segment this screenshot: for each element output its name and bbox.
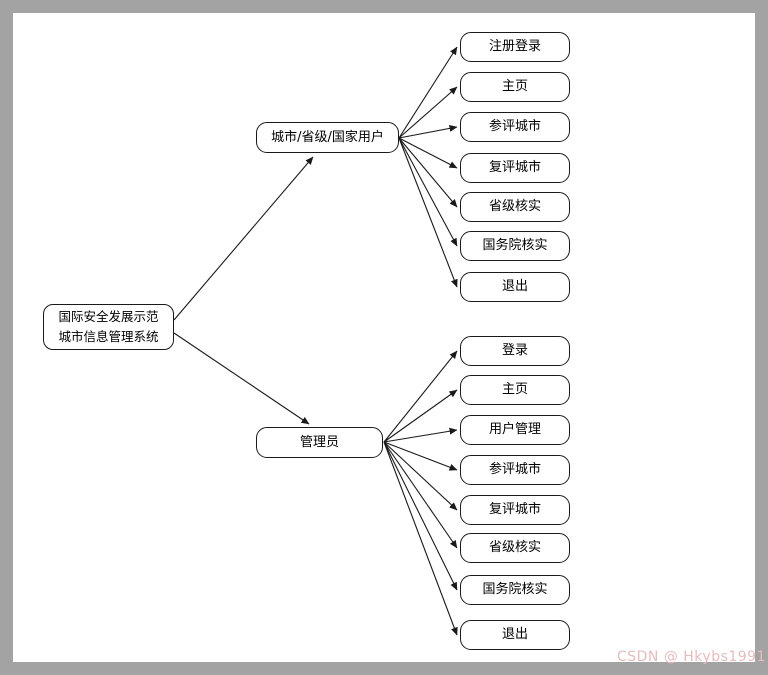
leaf-admin-logout: 退出 bbox=[460, 620, 570, 650]
frame-band-right bbox=[755, 0, 768, 675]
edge-admin-user-management bbox=[383, 427, 458, 443]
leaf-users-home: 主页 bbox=[460, 72, 570, 102]
edge-users-register-login bbox=[398, 46, 458, 139]
edge-admin-state-council-verification bbox=[383, 441, 458, 591]
csdn-watermark: CSDN @ Hkybs1991 bbox=[616, 649, 766, 665]
edge-admin-login bbox=[383, 350, 458, 443]
edge-admin-reevaluation-cities bbox=[383, 441, 458, 511]
edge-admin-provincial-verification bbox=[383, 441, 458, 549]
leaf-users-participating-cities: 参评城市 bbox=[460, 112, 570, 142]
leaf-register-login: 注册登录 bbox=[460, 32, 570, 62]
leaf-users-logout: 退出 bbox=[460, 272, 570, 302]
root-node: 国际安全发展示范城市信息管理系统 bbox=[43, 304, 174, 350]
edge-users-state-council-verification bbox=[398, 137, 458, 247]
leaf-users-provincial-verification: 省级核实 bbox=[460, 192, 570, 222]
edge-users-logout bbox=[398, 137, 458, 288]
edge-users-home bbox=[398, 86, 458, 139]
edge-admin-participating-cities bbox=[383, 441, 458, 471]
leaf-users-reevaluation-cities: 复评城市 bbox=[460, 153, 570, 183]
leaf-admin-state-council-verification: 国务院核实 bbox=[460, 575, 570, 605]
frame-band-left bbox=[0, 0, 13, 675]
edge-users-participating-cities bbox=[398, 124, 458, 139]
leaf-admin-login: 登录 bbox=[460, 336, 570, 366]
leaf-users-state-council-verification: 国务院核实 bbox=[460, 231, 570, 261]
edge-root-users bbox=[173, 156, 314, 321]
frame-band-top bbox=[0, 0, 768, 13]
leaf-admin-user-management: 用户管理 bbox=[460, 415, 570, 445]
edge-users-provincial-verification bbox=[398, 137, 458, 208]
leaf-admin-participating-cities: 参评城市 bbox=[460, 455, 570, 485]
branch-node-users: 城市/省级/国家用户 bbox=[256, 122, 399, 153]
edge-admin-home bbox=[383, 389, 458, 443]
leaf-admin-reevaluation-cities: 复评城市 bbox=[460, 495, 570, 525]
frame-band-bottom bbox=[0, 662, 768, 675]
leaf-admin-home: 主页 bbox=[460, 375, 570, 405]
branch-node-admin: 管理员 bbox=[256, 427, 383, 458]
edge-admin-logout bbox=[383, 441, 458, 636]
edge-root-admin bbox=[173, 332, 310, 425]
leaf-admin-provincial-verification: 省级核实 bbox=[460, 533, 570, 563]
edge-users-reevaluation-cities bbox=[398, 137, 458, 169]
